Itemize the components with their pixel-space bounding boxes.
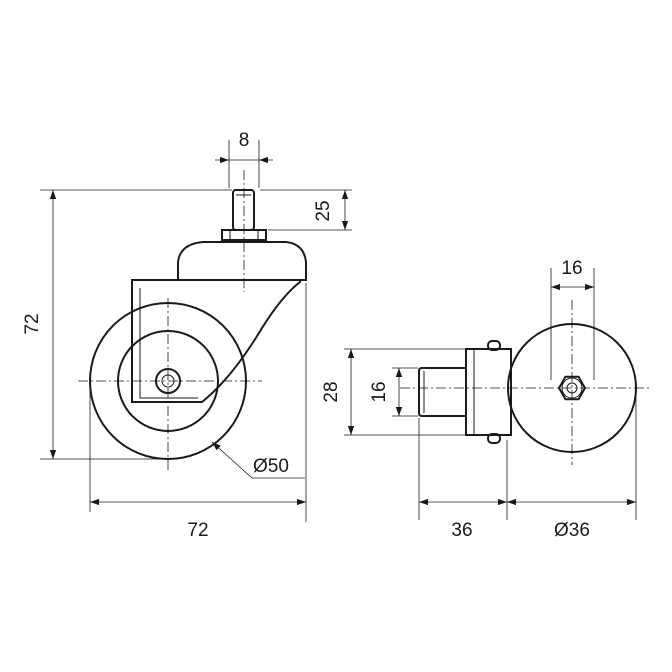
side-view: 16 28 16 36 Ø36 bbox=[321, 258, 650, 541]
dim-label-side-offset: 36 bbox=[451, 520, 472, 541]
dim-total-height: 72 bbox=[22, 190, 57, 459]
dim-label-plate-height: 28 bbox=[321, 381, 342, 402]
fork-bracket bbox=[131, 279, 301, 403]
dim-stem-diameter: 8 bbox=[215, 130, 273, 164]
side-stem bbox=[418, 367, 466, 417]
dim-total-length: 72 bbox=[90, 498, 306, 541]
dim-stem-length: 25 bbox=[313, 190, 349, 230]
dim-label-side-diameter: Ø36 bbox=[554, 520, 590, 541]
dim-axle-height: 16 bbox=[369, 368, 403, 416]
dim-label-stem-diameter: 8 bbox=[239, 130, 250, 151]
swivel-plate bbox=[177, 241, 307, 281]
dim-top-width: 16 bbox=[551, 258, 594, 291]
dim-label-total-length: 72 bbox=[187, 520, 208, 541]
side-mount bbox=[465, 340, 512, 444]
dim-label-axle-height: 16 bbox=[369, 381, 390, 402]
dim-label-wheel-diameter: Ø50 bbox=[253, 456, 289, 477]
dim-side-offset: 36 bbox=[419, 498, 507, 541]
dim-wheel-diameter: Ø50 bbox=[211, 441, 305, 479]
front-view: 8 25 72 Ø50 72 bbox=[22, 130, 352, 541]
dim-label-top-width: 16 bbox=[561, 258, 582, 279]
dim-label-stem-length: 25 bbox=[313, 200, 334, 221]
dim-side-diameter: Ø36 bbox=[507, 498, 636, 541]
dim-label-total-height: 72 bbox=[22, 313, 43, 334]
dim-plate-height: 28 bbox=[321, 349, 355, 435]
